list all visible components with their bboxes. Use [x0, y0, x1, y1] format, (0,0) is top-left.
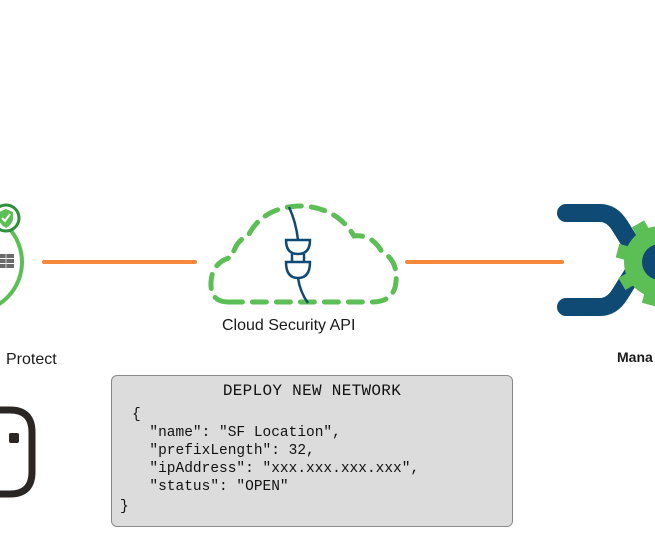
gear-icon [615, 220, 655, 307]
code-line: "prefixLength": 32, [132, 443, 315, 459]
shield-check-icon [0, 203, 21, 233]
device-icon [0, 406, 36, 498]
code-line: } [120, 499, 129, 515]
cloud-api-label: Cloud Security API [222, 317, 356, 334]
cloud-icon [208, 203, 399, 305]
code-line: "status": "OPEN" [132, 479, 289, 495]
api-request-code-box: DEPLOY NEW NETWORK { "name": "SF Locatio… [111, 375, 513, 527]
protect-node-icon [0, 203, 24, 306]
code-line: { [132, 407, 141, 423]
server-rack-icon [0, 254, 14, 268]
plug-icon [284, 206, 312, 304]
code-box-title: DEPLOY NEW NETWORK [222, 382, 402, 400]
code-line: "ipAddress": "xxx.xxx.xxx.xxx", [132, 461, 420, 477]
code-line: "name": "SF Location", [132, 425, 341, 441]
management-node-icon [557, 204, 655, 316]
protect-node-label: Protect [6, 351, 57, 368]
management-node-label: Mana [617, 349, 653, 365]
